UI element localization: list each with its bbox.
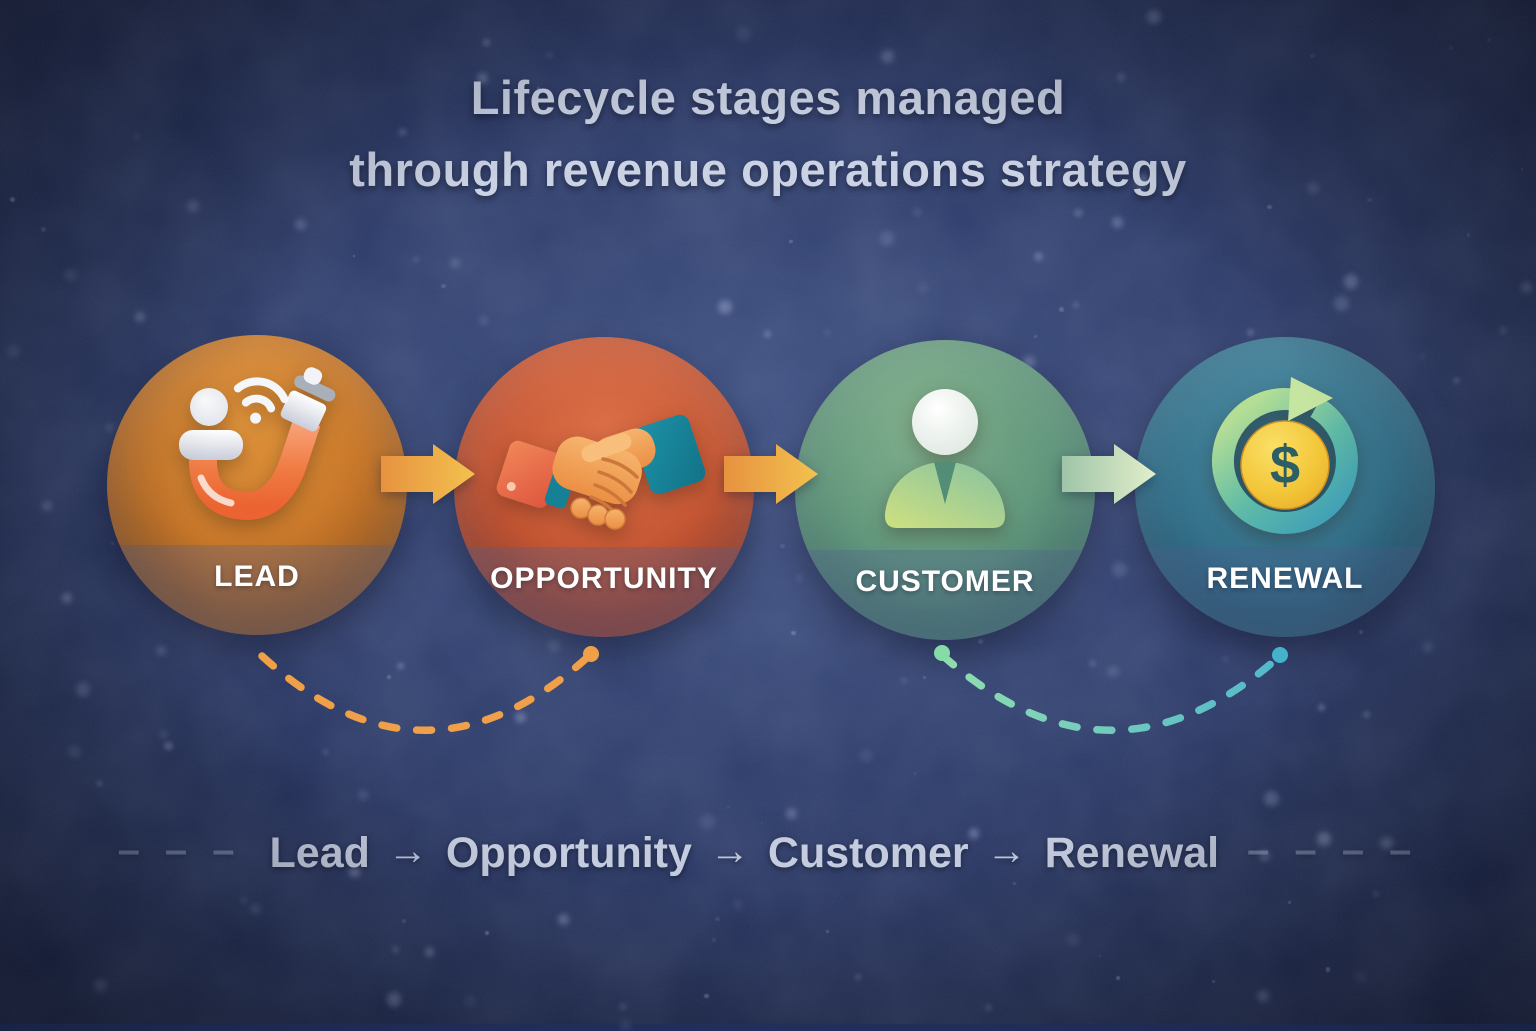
dollar-symbol: $ [1270,435,1300,495]
magnet-attraction-icon [165,360,345,545]
summary-dashes-left: – – – [117,828,242,872]
stage-label: LEAD [214,560,300,593]
flow-arrow-lead-to-opportunity [381,444,475,504]
summary-item-opportunity: Opportunity [445,829,692,877]
summary-arrow-separator: → [709,829,750,873]
summary-item-renewal: Renewal [1044,829,1220,877]
renewal-cycle-icon: $ [1185,365,1385,570]
dashed-arc-lead-opportunity [258,651,594,734]
arc-endpoint-dot-renewal [1272,647,1288,663]
summary-arrow-separator: → [986,829,1027,873]
stage-circle-opportunity: OPPORTUNITY [454,337,754,637]
dashed-arc-customer-renewal [938,651,1284,734]
title-line-2: through revenue operations strategy [349,143,1187,196]
summary-item-lead: Lead [269,829,370,877]
handshake-icon [495,387,706,542]
stage-circle-renewal: $ RENEWAL [1135,337,1435,637]
summary-item-customer: Customer [767,829,969,877]
stage-label: RENEWAL [1206,562,1364,595]
stage-circle-lead: LEAD [107,335,407,635]
stage-circle-customer: CUSTOMER [795,340,1095,640]
stage-label: CUSTOMER [855,565,1035,598]
infographic-title: Lifecycle stages managed through revenue… [0,62,1536,206]
flow-arrow-opportunity-to-customer [724,444,818,504]
flow-summary: – – – Lead → Opportunity → Customer → Re… [0,826,1536,880]
stage-label: OPPORTUNITY [490,562,718,595]
title-line-1: Lifecycle stages managed [470,71,1066,124]
arc-endpoint-dot-customer [934,645,950,661]
arc-endpoint-dot-opportunity [583,646,599,662]
summary-arrow-separator: → [387,829,428,873]
summary-dashes-right: – – – – [1247,828,1419,872]
person-icon [860,382,1030,542]
flow-arrow-customer-to-renewal [1062,444,1156,504]
